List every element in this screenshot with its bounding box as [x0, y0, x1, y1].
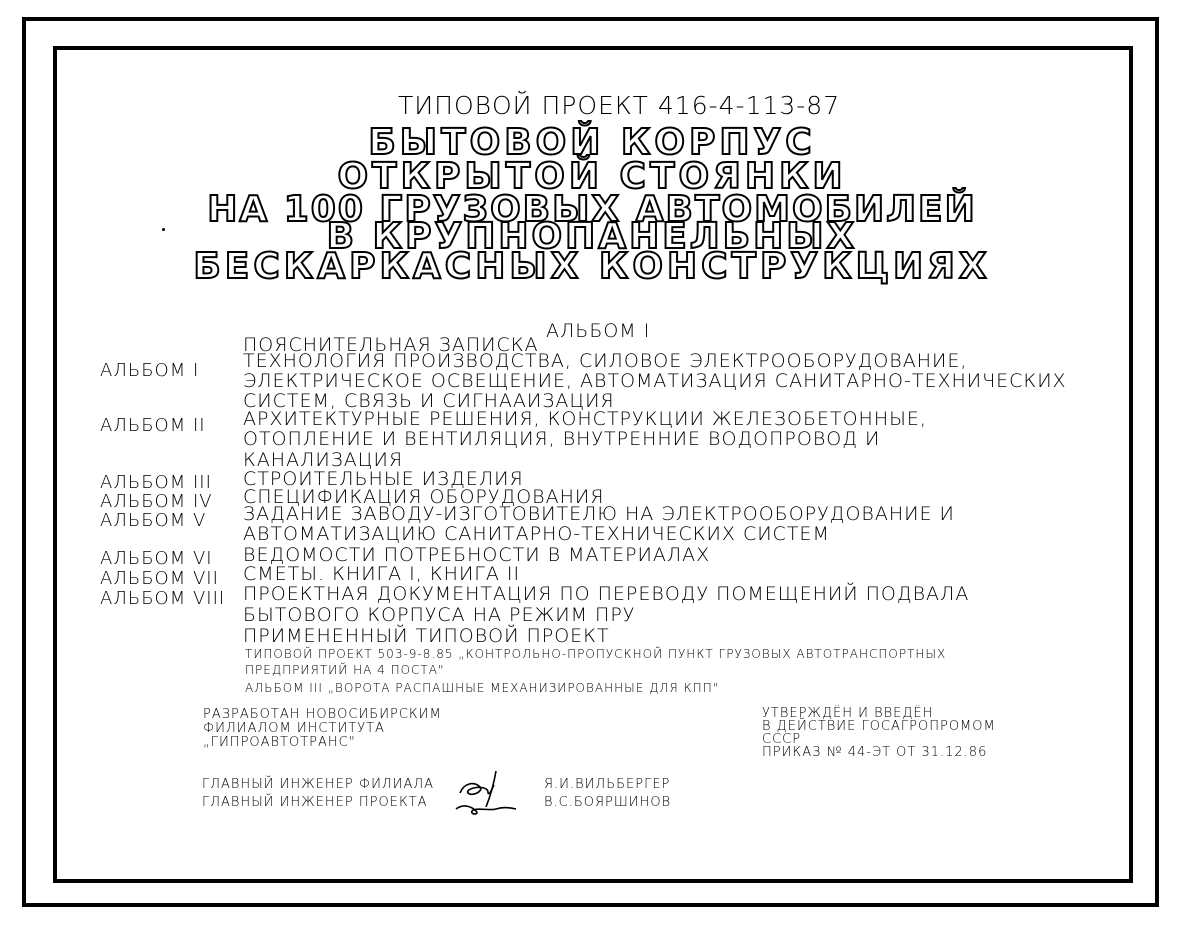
signature-name-2: В.С.БОЯРШИНОВ: [544, 795, 672, 810]
album-4-label: АЛЬБОМ IV: [100, 491, 213, 512]
title-line-1: БЫТОВОЙ КОРПУС: [367, 122, 816, 163]
approval-line-4: ПРИКАЗ № 44-ЭТ ОТ 31.12.86: [762, 745, 988, 760]
album-2-line-1: АРХИТЕКТУРНЫЕ РЕШЕНИЯ, КОНСТРУКЦИИ ЖЕЛЕЗ…: [243, 408, 927, 430]
album-7-label: АЛЬБОМ VII: [100, 568, 219, 589]
album-2-line-3: КАНАЛИЗАЦИЯ: [243, 449, 404, 471]
title-line-5: БЕСКАРКАСНЫХ КОНСТРУКЦИЯХ: [192, 246, 991, 287]
handwritten-signatures: [455, 770, 517, 815]
title-line-2: ОТКРЫТОЙ СТОЯНКИ: [336, 156, 847, 197]
approval-line-1: УТВЕРЖДЁН И ВВЕДЁН: [762, 706, 934, 721]
applied-project-heading: ПРИМЕНЕННЫЙ ТИПОВОЙ ПРОЕКТ: [243, 625, 610, 647]
album-header: АЛЬБОМ I: [546, 320, 651, 342]
title-line-3: НА 100 ГРУЗОВЫХ АВТОМОБИЛЕЙ: [206, 189, 977, 230]
album-3-line: СТРОИТЕЛЬНЫЕ ИЗДЕЛИЯ: [243, 468, 524, 490]
album-1-line-2: ЭЛЕКТРИЧЕСКОЕ ОСВЕЩЕНИЕ, АВТОМАТИЗАЦИЯ С…: [243, 370, 1067, 392]
album-6-label: АЛЬБОМ VI: [100, 548, 213, 569]
signature-name-1: Я.И.ВИЛЬБЕРГЕР: [544, 777, 671, 792]
album-4-line: СПЕЦИФИКАЦИЯ ОБОРУДОВАНИЯ: [243, 486, 605, 508]
signature-role-2: ГЛАВНЫЙ ИНЖЕНЕР ПРОЕКТА: [202, 795, 428, 810]
approval-line-2: В ДЕЙСТВИЕ ГОСАГРОПРОМОМ: [762, 719, 996, 734]
approval-line-3: СССР: [762, 732, 802, 747]
developer-line-1: РАЗРАБОТАН НОВОСИБИРСКИМ: [203, 707, 442, 722]
album-5-line-2: АВТОМАТИЗАЦИЮ САНИТАРНО-ТЕХНИЧЕСКИХ СИСТ…: [243, 523, 830, 545]
title-line-4: В КРУПНОПАНЕЛЬНЫХ: [326, 216, 858, 257]
developer-line-2: ФИЛИАЛОМ ИНСТИТУТА: [203, 721, 385, 736]
album-2-line-2: ОТОПЛЕНИЕ И ВЕНТИЛЯЦИЯ, ВНУТРЕННИЕ ВОДОП…: [243, 428, 881, 450]
applied-project-line-3: АЛЬБОМ III „ВОРОТА РАСПАШНЫЕ МЕХАНИЗИРОВ…: [245, 681, 720, 695]
album-1-line-3: СИСТЕМ, СВЯЗЬ И СИГНААИЗАЦИЯ: [243, 390, 615, 412]
signature-role-1: ГЛАВНЫЙ ИНЖЕНЕР ФИЛИАЛА: [202, 777, 435, 792]
developer-line-3: „ГИПРОАВТОТРАНС": [203, 735, 356, 750]
album-1-line-1: ТЕХНОЛОГИЯ ПРОИЗВОДСТВА, СИЛОВОЕ ЭЛЕКТРО…: [243, 350, 968, 372]
applied-project-line-2: ПРЕДПРИЯТИЙ НА 4 ПОСТА": [245, 663, 445, 677]
album-8-line-1: ПРОЕКТНАЯ ДОКУМЕНТАЦИЯ ПО ПЕРЕВОДУ ПОМЕЩ…: [243, 583, 970, 605]
album-5-line-1: ЗАДАНИЕ ЗАВОДУ-ИЗГОТОВИТЕЛЮ НА ЭЛЕКТРООБ…: [243, 503, 955, 525]
outer-frame: [22, 17, 1159, 907]
album-5-label: АЛЬБОМ V: [100, 510, 207, 531]
album-1-label: АЛЬБОМ I: [100, 360, 200, 381]
album-8-line-2: БЫТОВОГО КОРПУСА НА РЕЖИМ ПРУ: [243, 604, 636, 626]
applied-project-line-1: ТИПОВОЙ ПРОЕКТ 503-9-8.85 „КОНТРОЛЬНО-ПР…: [245, 647, 947, 661]
album-6-line: ВЕДОМОСТИ ПОТРЕБНОСТИ В МАТЕРИАЛАХ: [243, 544, 711, 566]
album-7-line: СМЕТЫ. КНИГА I, КНИГА II: [243, 563, 521, 585]
stray-mark: [162, 228, 165, 231]
project-number: ТИПОВОЙ ПРОЕКТ 416-4-113-87: [398, 91, 841, 120]
inner-frame: [53, 46, 1133, 883]
album-2-label: АЛЬБОМ II: [100, 415, 206, 436]
album-8-label: АЛЬБОМ VIII: [100, 588, 226, 609]
explanatory-note: ПОЯСНИТЕЛЬНАЯ ЗАПИСКА: [243, 334, 539, 356]
album-3-label: АЛЬБОМ III: [100, 472, 212, 493]
